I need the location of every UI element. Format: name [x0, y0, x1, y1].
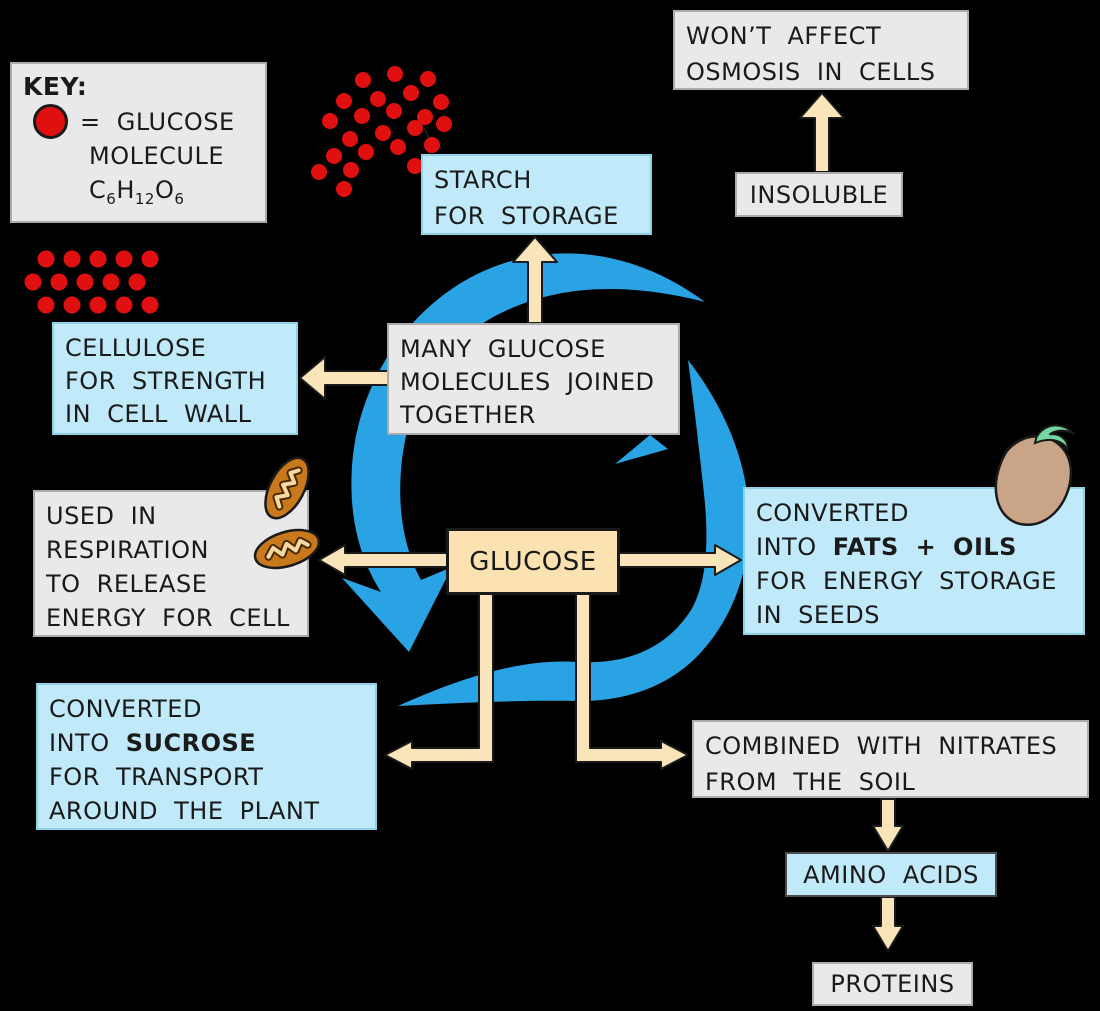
insoluble-box: INSOLUBLE	[735, 172, 903, 217]
arrow-glucose-to-nitrates	[575, 593, 689, 770]
key-label-2: MOLECULE	[89, 142, 224, 170]
key-title: KEY:	[23, 72, 88, 101]
nitrates-box: COMBINED WITH NITRATES FROM THE SOIL	[692, 720, 1089, 798]
cycle-spike-icon	[615, 435, 668, 464]
proteins-box: PROTEINS	[812, 962, 973, 1006]
arrow-polymer-to-starch	[512, 236, 558, 324]
arrow-glucose-to-respiration	[318, 544, 448, 576]
glucose-molecule-icon	[33, 104, 68, 139]
respiration-box: USED IN RESPIRATION TO RELEASE ENERGY FO…	[33, 490, 309, 637]
key-formula: C6H12O6	[89, 176, 185, 208]
arrow-insoluble-to-osmosis	[799, 92, 845, 173]
starch-box: STARCH FOR STORAGE	[421, 154, 652, 235]
arrow-glucose-to-fats	[618, 544, 742, 576]
fats-box: CONVERTED INTO FATS + OILS FOR ENERGY ST…	[743, 487, 1085, 635]
arrow-glucose-to-sucrose	[384, 593, 494, 770]
starch-molecule-cluster-icon	[311, 66, 452, 197]
key-label: = GLUCOSE	[80, 107, 235, 136]
osmosis-box: WON’T AFFECT OSMOSIS IN CELLS	[673, 10, 969, 90]
polymer-box: MANY GLUCOSE MOLECULES JOINED TOGETHER	[387, 323, 680, 435]
arrow-amino-to-proteins	[872, 896, 904, 952]
sucrose-box: CONVERTED INTO SUCROSE FOR TRANSPORT ARO…	[36, 683, 377, 830]
key-panel: KEY: = GLUCOSE MOLECULE C6H12O6	[10, 62, 267, 223]
arrow-nitrates-to-amino	[872, 798, 904, 852]
glucose-box: GLUCOSE	[446, 528, 620, 595]
cellulose-box: CELLULOSE FOR STRENGTH IN CELL WALL	[52, 322, 298, 435]
arrow-polymer-to-cellulose	[299, 356, 389, 400]
cellulose-dot-rows-icon	[24, 250, 159, 314]
amino-acids-box: AMINO ACIDS	[785, 852, 997, 897]
